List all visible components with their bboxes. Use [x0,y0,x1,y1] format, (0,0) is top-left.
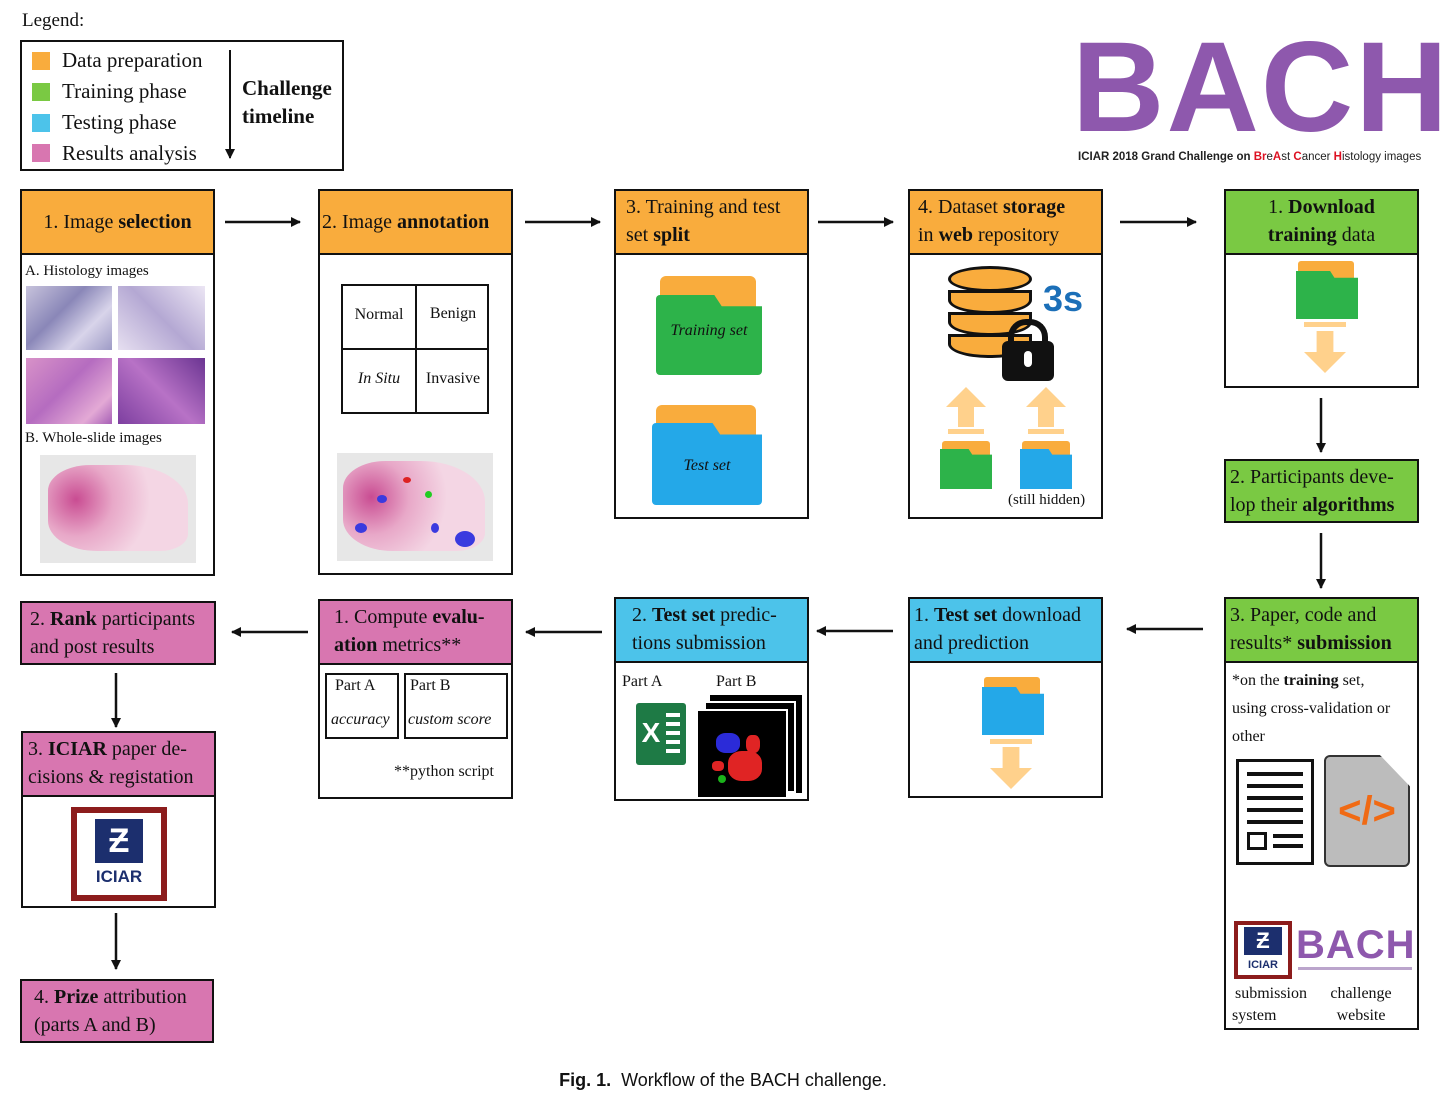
part-b-metric-box: Part B custom score [404,673,508,739]
histology-thumb-insitu [26,358,112,424]
folder-icon [652,423,762,505]
step-train-test-split: 3. Training and test set split Training … [614,189,809,519]
step-submission-header: 3. Paper, code and results* submission [1226,599,1417,663]
code-file-icon [1324,755,1410,867]
histology-thumb-benign [118,286,205,350]
step-compute-metrics: 1. Compute evalu- ation metrics** Part A… [318,599,513,799]
step-download-training: 1. Download training data [1224,189,1419,388]
legend-item-testing-phase: Testing phase [62,110,177,134]
step-prize-header: 4. Prize attribution (parts A and B) [22,981,212,1041]
custom-score-label: custom score [408,711,492,728]
step-develop-header: 2. Participants deve- lop their algorith… [1226,461,1417,521]
part-a-metric-box: Part A accuracy [325,673,399,739]
step-image-annotation-header: 2. Image annotation [320,191,511,255]
wsi-label: B. Whole-slide images [25,430,162,446]
python-script-label: **python script [394,763,494,780]
upload-bar [1028,429,1064,434]
legend-item-data-preparation: Data preparation [62,48,203,72]
step-develop-algorithms: 2. Participants deve- lop their algorith… [1224,459,1419,523]
figure-caption: Fig. 1. Workflow of the BACH challenge. [559,1070,887,1090]
lock-shackle [1008,319,1048,351]
class-normal: Normal [354,306,404,323]
step-image-annotation: 2. Image annotation Normal Benign In Sit… [318,189,513,575]
still-hidden-label: (still hidden) [1008,492,1086,508]
class-invasive: Invasive [425,370,481,387]
step-iciar-decisions: 3. ICIAR paper de- cisions & registation… [21,731,216,908]
legend-swatch-pink [32,144,50,162]
excel-icon: X [636,703,686,765]
step-download-header: 1. Download training data [1226,191,1417,255]
step-image-selection-header: 1. Image selection [22,191,213,255]
histology-images-label: A. Histology images [25,263,149,279]
part-b-label: Part B [716,673,757,690]
class-grid: Normal Benign In Situ Invasive [341,284,489,414]
step-compute-header: 1. Compute evalu- ation metrics** [320,601,511,665]
step-rank-participants: 2. Rank participants and post results [20,601,216,665]
iciar-logo-small: Ƶ ICIAR [1234,921,1292,979]
code-brackets-icon: </> [1338,789,1396,833]
upload-arrow-icon [1026,387,1066,427]
legend-item-results-analysis: Results analysis [62,141,197,165]
legend-title: Legend: [22,10,85,31]
step-rank-header: 2. Rank participants and post results [22,603,214,663]
test-set-label: Test set [683,457,731,474]
download-arrow-icon [990,747,1032,789]
download-arrow-icon [1304,331,1346,373]
step-submission: 3. Paper, code and results* submission *… [1224,597,1419,1030]
segmentation-mask-icon [696,709,788,799]
step-test-download: 1. Test set download and prediction [908,597,1103,798]
bach-logo-title: BACH [1072,16,1446,159]
step-split-header: 3. Training and test set split [616,191,807,255]
step-prize-attribution: 4. Prize attribution (parts A and B) [20,979,214,1043]
folder-icon [1020,449,1072,489]
threes-logo: 3s [1043,278,1084,319]
legend-swatch-blue [32,114,50,132]
submission-note: *on the training set, using cross-valida… [1232,672,1391,745]
step-test-download-header: 1. Test set download and prediction [910,599,1101,663]
step-storage-header: 4. Dataset storage in web repository [910,191,1101,255]
histology-thumb-normal [26,286,112,350]
folder-icon [656,295,762,375]
training-set-label: Training set [670,322,748,339]
legend-box: Data preparation Training phase Testing … [20,40,344,171]
lock-icon [1002,341,1054,381]
accuracy-label: accuracy [331,711,390,728]
wsi-thumb [40,455,196,563]
folder-icon [982,687,1044,735]
step-iciar-header: 3. ICIAR paper de- cisions & registation [23,733,214,797]
upload-bar [948,429,984,434]
step-test-predictions: 2. Test set predic- tions submission Par… [614,597,809,801]
class-benign: Benign [429,305,477,322]
step-image-selection: 1. Image selection A. Histology images B… [20,189,215,576]
bach-logo-small: BACH [1296,923,1416,967]
bach-logo-subtitle: ICIAR 2018 Grand Challenge on BreAst Can… [1078,151,1422,163]
step-test-predictions-header: 2. Test set predic- tions submission [616,599,807,663]
iciar-logo: Ƶ ICIAR [71,807,167,901]
paper-icon [1236,759,1314,865]
legend-item-training-phase: Training phase [62,79,187,103]
database-icon [948,266,1032,366]
histology-thumb-invasive [118,358,205,424]
class-insitu: In Situ [357,370,401,387]
folder-icon [940,449,992,489]
legend-swatch-orange [32,52,50,70]
annotated-wsi-thumb [337,453,493,561]
legend-swatch-green [32,83,50,101]
step-dataset-storage: 4. Dataset storage in web repository 3s … [908,189,1103,519]
part-a-label: Part A [622,673,663,690]
folder-icon [1296,271,1358,319]
upload-arrow-icon [946,387,986,427]
